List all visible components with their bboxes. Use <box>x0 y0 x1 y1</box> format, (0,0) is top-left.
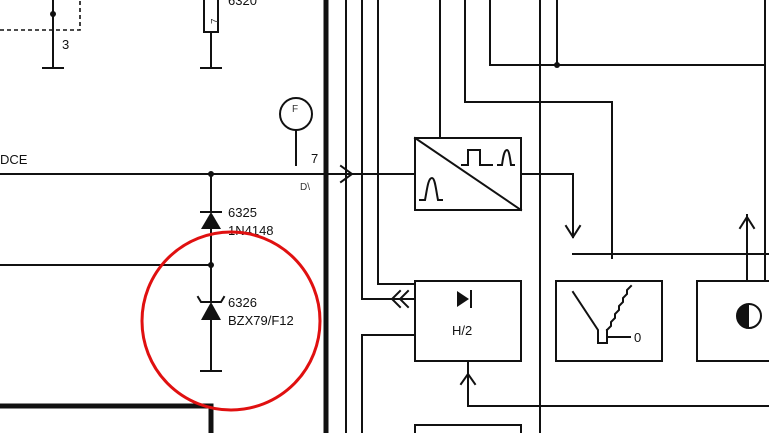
vertical-bus-lines <box>345 0 766 433</box>
pulse-converter-icon <box>419 148 515 201</box>
test-point-f: F <box>279 97 313 166</box>
diode-1-ref-label: 6325 <box>228 205 257 220</box>
contrast-half-circle-icon <box>736 303 762 329</box>
diode-2-part-label: BZX79/F12 <box>228 313 294 328</box>
diode-6325: 6325 1N4148 <box>200 173 274 301</box>
sawtooth-ramp-icon <box>571 284 633 344</box>
resistor-6320: 7 6320 <box>200 0 257 69</box>
block-ramp-label: 0 <box>634 330 641 345</box>
diode-2-ref-label: 6326 <box>228 295 257 310</box>
contrast-block <box>696 280 769 362</box>
diode-1-part-label: 1N4148 <box>228 223 274 238</box>
highlight-circle <box>140 230 322 412</box>
diode-symbol-icon <box>457 290 472 308</box>
pin-7-label: 7 <box>311 151 318 166</box>
signal-line-dce: DCE 7 D\ <box>0 151 416 193</box>
bottom-board-edge <box>0 403 214 433</box>
zener-diode-6326: 6326 BZX79/F12 <box>196 295 294 372</box>
pulse-converter-block <box>413 136 582 239</box>
pin-3-label: 3 <box>62 37 69 52</box>
test-point-label: F <box>292 104 298 115</box>
resistor-ref-label: 6320 <box>228 0 257 8</box>
dashed-module-outline: 3 <box>0 0 81 69</box>
right-riser-arrow <box>738 215 756 230</box>
junction-node <box>0 262 214 268</box>
signal-dce-label: DCE <box>0 152 28 167</box>
ramp-block: 0 <box>555 280 663 362</box>
diode-h2-block: H/2 <box>361 280 769 433</box>
resistor-value-label: 7 <box>210 18 221 24</box>
block-h2-label: H/2 <box>452 323 472 338</box>
pin-7-sub-label: D\ <box>300 182 310 193</box>
bottom-block-stub <box>414 424 522 433</box>
